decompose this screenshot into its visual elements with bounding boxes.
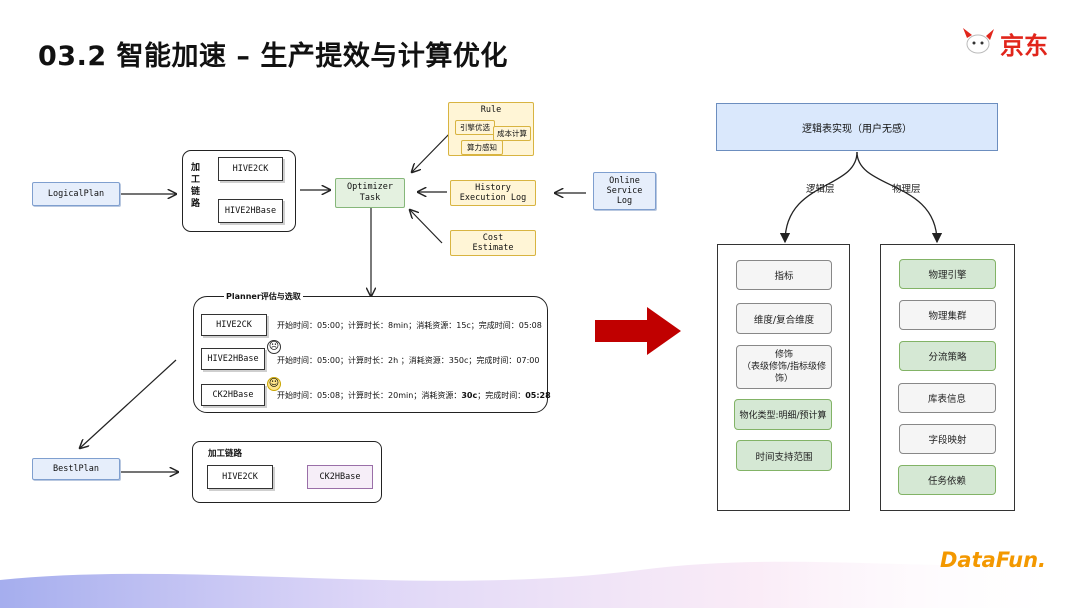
planner-hive2hbase: HIVE2HBase bbox=[201, 348, 265, 370]
physical-item-routing: 分流策略 bbox=[899, 341, 996, 371]
optimizer-task-node: Optimizer Task bbox=[335, 178, 405, 208]
logical-item-modifier: 修饰 （表级修饰/指标级修饰） bbox=[736, 345, 832, 389]
final-ck2hbase: CK2HBase bbox=[307, 465, 373, 489]
logical-item-metric: 指标 bbox=[736, 260, 832, 290]
physical-item-engine: 物理引擎 bbox=[899, 259, 996, 289]
planner-title: Planner评估与选取 bbox=[224, 291, 303, 302]
jd-dog-icon bbox=[963, 28, 994, 54]
rule-item-cost: 成本计算 bbox=[493, 126, 531, 141]
datafun-logo: DataFun. bbox=[940, 548, 1047, 572]
planner-ck2hbase: CK2HBase bbox=[201, 384, 265, 406]
logical-item-materialization: 物化类型:明细/预计算 bbox=[734, 399, 832, 430]
planner-row-hive2hbase-desc: 开始时间：05:00；计算时长：2h ；消耗资源：350c；完成时间：07:00 bbox=[277, 356, 540, 365]
physical-item-table-info: 库表信息 bbox=[898, 383, 996, 413]
logical-layer-label: 逻辑层 bbox=[806, 184, 835, 195]
jd-logo-text: 京东 bbox=[1000, 32, 1048, 60]
transition-arrow-icon bbox=[595, 307, 681, 355]
slide-title: 03.2 智能加速 – 生产提效与计算优化 bbox=[38, 41, 508, 72]
cost-estimate-node: Cost Estimate bbox=[450, 230, 536, 256]
hive2hbase-node: HIVE2HBase bbox=[218, 199, 283, 223]
rule-item-engine: 引擎优选 bbox=[455, 120, 495, 135]
logical-item-dimension: 维度/复合维度 bbox=[736, 303, 832, 334]
planner-row-hive2ck-desc: 开始时间：05:00；计算时长：8min；消耗资源：15c；完成时间：05:08 bbox=[277, 321, 542, 330]
physical-item-cluster: 物理集群 bbox=[899, 300, 996, 330]
logical-item-time-range: 时间支持范围 bbox=[736, 440, 832, 471]
best-plan-node: BestlPlan bbox=[32, 458, 120, 480]
final-hive2ck: HIVE2CK bbox=[207, 465, 273, 489]
processing-chain-label: 加工链路 bbox=[191, 163, 201, 209]
logical-plan-node: LogicalPlan bbox=[32, 182, 120, 206]
sad-face-icon: ☹ bbox=[267, 340, 281, 354]
physical-item-dependency: 任务依赖 bbox=[898, 465, 996, 495]
final-chain-title: 加工链路 bbox=[208, 449, 243, 459]
footer-wave-decoration bbox=[0, 561, 1080, 608]
online-service-log-node: Online Service Log bbox=[593, 172, 656, 210]
history-log-node: History Execution Log bbox=[450, 180, 536, 206]
planner-hive2ck: HIVE2CK bbox=[201, 314, 267, 336]
logical-table-impl: 逻辑表实现（用户无感） bbox=[716, 103, 998, 151]
rule-item-compute: 算力感知 bbox=[461, 140, 503, 155]
happy-face-icon: ☺ bbox=[267, 377, 281, 391]
physical-item-field-map: 字段映射 bbox=[899, 424, 996, 454]
rule-title: Rule bbox=[480, 105, 502, 115]
hive2ck-node: HIVE2CK bbox=[218, 157, 283, 181]
right-split-connectors bbox=[779, 151, 943, 244]
physical-layer-label: 物理层 bbox=[892, 184, 921, 195]
planner-row-ck2hbase-desc: 开始时间：05:08；计算时长：20min；消耗资源：30c；完成时间：05:2… bbox=[277, 391, 551, 400]
